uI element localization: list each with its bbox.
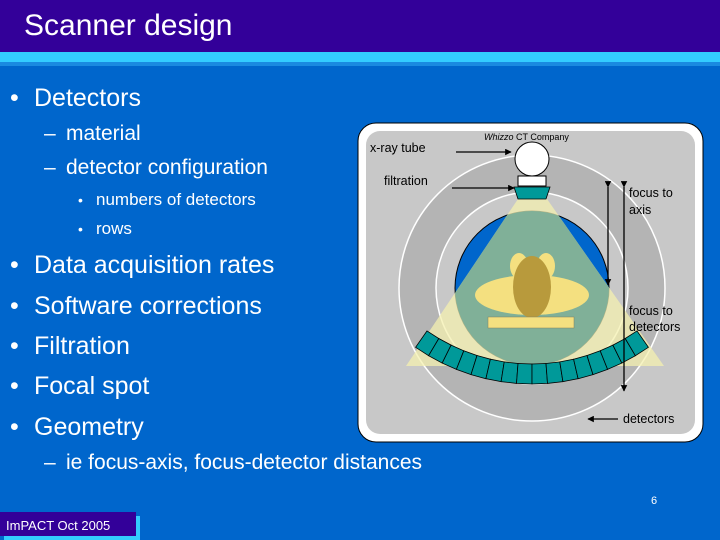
bullet-glyph: •	[10, 372, 19, 400]
label-focus-to-axis-line1: focus to	[629, 186, 673, 200]
dash-glyph: –	[44, 451, 56, 474]
dash-glyph: –	[44, 156, 56, 179]
detector-element	[500, 361, 519, 384]
page-number: 6	[651, 495, 658, 507]
brand-label: Whizzo CT Company	[484, 132, 569, 142]
bullet-glyph: •	[78, 221, 83, 237]
sub-sub-bullet-numbers: •numbers of detectors	[78, 190, 256, 209]
patient-torso	[513, 256, 551, 318]
patient-table	[487, 316, 575, 329]
label-filtration: filtration	[384, 174, 428, 188]
title-bar: Scanner design	[0, 0, 720, 52]
sub-sub-bullet-rows: •rows	[78, 219, 132, 238]
bullet-glyph: •	[10, 84, 19, 112]
xray-tube-housing	[517, 175, 547, 187]
bullet-software-corrections: •Software corrections	[10, 292, 262, 320]
footer-box: ImPACT Oct 2005	[0, 512, 136, 536]
bullet-filtration: •Filtration	[10, 332, 130, 360]
sub-bullet-detector-configuration: –detector configuration	[44, 156, 268, 179]
filter-icon	[513, 186, 551, 200]
bullet-detectors: •Detectors	[10, 84, 141, 112]
detector-element	[624, 330, 649, 357]
detector-element	[516, 363, 533, 385]
title-underline-shadow	[0, 62, 720, 66]
footer-text: ImPACT Oct 2005	[6, 518, 111, 533]
bullet-data-acquisition: •Data acquisition rates	[10, 251, 275, 279]
sub-bullet-material: –material	[44, 122, 141, 145]
label-xray-tube: x-ray tube	[370, 141, 426, 155]
title-underline	[0, 52, 720, 62]
label-detectors: detectors	[623, 412, 674, 426]
bullet-focal-spot: •Focal spot	[10, 372, 150, 400]
dash-glyph: –	[44, 122, 56, 145]
xray-tube-icon	[514, 141, 550, 177]
sub-bullet-geometry-distances: –ie focus-axis, focus-detector distances	[44, 451, 422, 474]
label-focus-to-axis-line2: axis	[629, 203, 651, 217]
slide-title: Scanner design	[24, 9, 233, 42]
detector-element	[531, 363, 548, 385]
bullet-glyph: •	[10, 251, 19, 279]
label-focus-to-detectors-line1: focus to	[629, 304, 673, 318]
bullet-glyph: •	[10, 413, 19, 441]
bullet-geometry: •Geometry	[10, 413, 144, 441]
footer: ImPACT Oct 2005	[0, 512, 140, 540]
label-focus-to-detectors-line2: detectors	[629, 320, 680, 334]
bullet-glyph: •	[10, 332, 19, 360]
bullet-glyph: •	[10, 292, 19, 320]
bullet-glyph: •	[78, 192, 83, 208]
ct-scanner-diagram: Whizzo CT Company x-ray tube filtration …	[357, 122, 704, 443]
